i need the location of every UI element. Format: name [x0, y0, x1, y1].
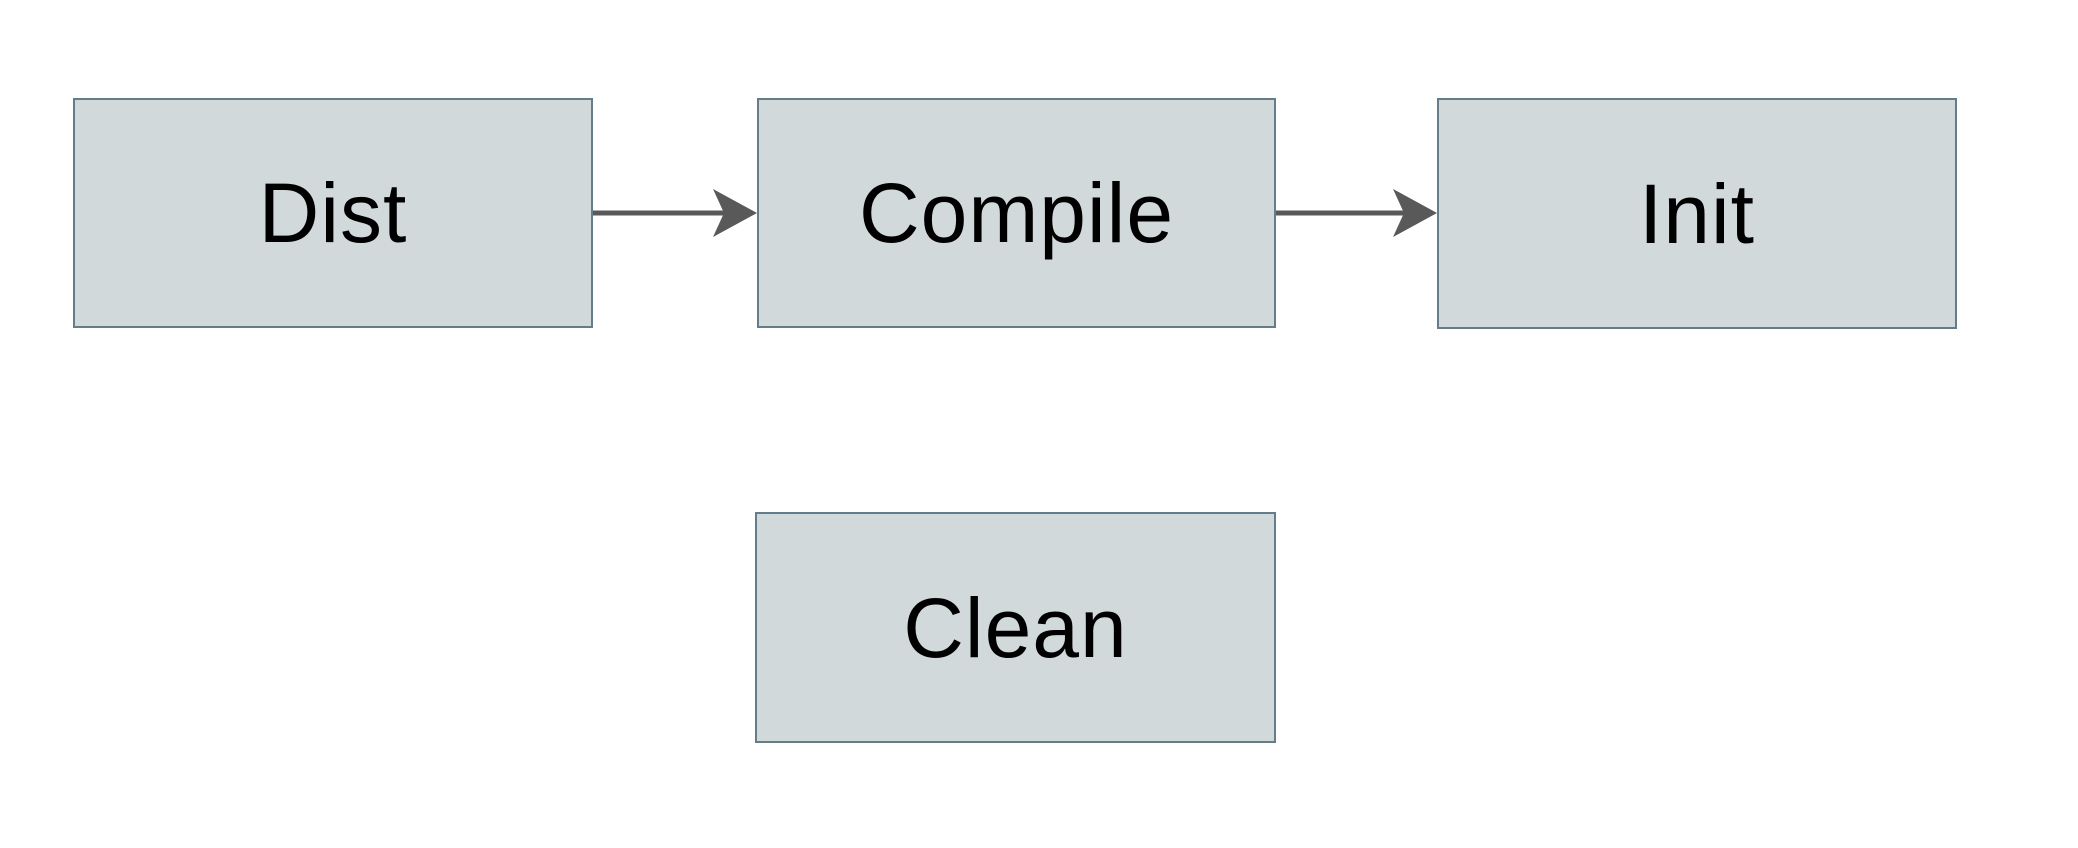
node-init-label: Init — [1638, 166, 1756, 261]
arrow-compile-to-init — [1276, 189, 1437, 237]
arrow-dist-to-compile — [593, 189, 757, 237]
node-compile-label: Compile — [858, 166, 1175, 260]
node-dist-label: Dist — [258, 166, 408, 260]
node-dist: Dist — [73, 98, 593, 328]
node-clean: Clean — [755, 512, 1276, 743]
node-compile: Compile — [757, 98, 1276, 328]
node-clean-label: Clean — [903, 580, 1128, 675]
node-init: Init — [1437, 98, 1957, 329]
